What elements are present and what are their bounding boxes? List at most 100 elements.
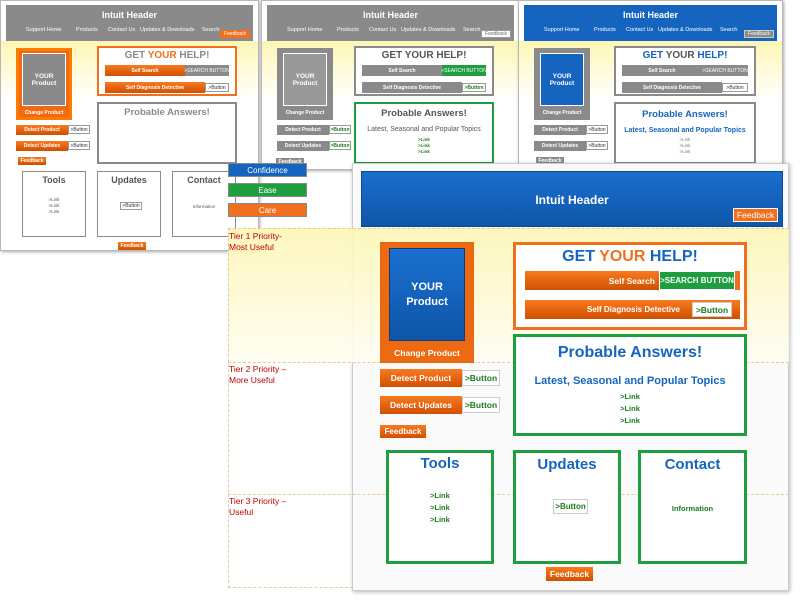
product-box[interactable]: YOUR Product Change Product <box>380 242 474 363</box>
self-search-button[interactable]: Self Search <box>362 65 442 76</box>
answers-subtitle: Latest, Seasonal and Popular Topics <box>367 126 481 133</box>
self-search-button[interactable]: Self Search <box>525 271 661 290</box>
header-title: Intuit Header <box>101 10 157 20</box>
wireframe-card-ease: Intuit Header Support Home Products Cont… <box>261 0 520 170</box>
header-bar: Intuit Header Support Home Products Cont… <box>267 5 514 41</box>
nav-search[interactable]: Search <box>463 27 481 33</box>
change-product-link[interactable]: Change Product <box>542 110 582 116</box>
search-button[interactable]: >SEARCH BUTTON <box>184 65 230 76</box>
updates-title: Updates <box>111 175 147 185</box>
updates-button[interactable]: >Button <box>553 499 588 514</box>
self-search-button[interactable]: Self Search <box>622 65 702 76</box>
nav-search[interactable]: Search <box>720 27 738 33</box>
change-product-link[interactable]: Change Product <box>394 348 460 358</box>
detect-product-button[interactable]: Detect Product <box>380 369 462 387</box>
product-line2: Product <box>31 79 57 87</box>
product-image: YOUR Product <box>283 53 327 106</box>
answer-link[interactable]: >Link <box>620 416 640 425</box>
feedback-button[interactable]: Feedback <box>276 158 304 166</box>
header-feedback-button[interactable]: Feedback <box>481 30 511 38</box>
detect-updates-go[interactable]: >Button <box>586 141 608 150</box>
answer-link[interactable]: >Link <box>620 392 640 401</box>
nav-products[interactable]: Products <box>594 27 616 33</box>
product-box[interactable]: YOUR Product Change Product <box>277 48 333 120</box>
answer-link[interactable]: >Link <box>679 149 691 154</box>
contact-info: Information <box>671 504 714 513</box>
search-button[interactable]: >SEARCH BUTTON <box>441 65 487 76</box>
tools-link[interactable]: >Link <box>48 209 60 214</box>
answers-subtitle: Latest, Seasonal and Popular Topics <box>534 375 726 387</box>
tools-link[interactable]: >Link <box>430 491 450 500</box>
nav-contact-us[interactable]: Contact Us <box>369 27 397 33</box>
change-product-link[interactable]: Change Product <box>24 110 64 116</box>
answers-links: >Link >Link >Link <box>516 391 744 427</box>
detect-product-button[interactable]: Detect Product <box>16 125 68 135</box>
detect-product-go[interactable]: >Button <box>462 370 500 386</box>
detect-product-go[interactable]: >Button <box>68 125 90 134</box>
diagnosis-go-button[interactable]: >Button <box>692 302 732 317</box>
answer-link[interactable]: >Link <box>679 143 691 148</box>
nav-support-home[interactable]: Support Home <box>544 27 580 33</box>
self-diagnosis-button[interactable]: Self Diagnosis Detective <box>362 82 462 93</box>
search-button[interactable]: >SEARCH BUTTON <box>659 271 735 290</box>
answer-link[interactable]: >Link <box>418 143 430 148</box>
detect-product-go[interactable]: >Button <box>329 125 351 134</box>
nav-products[interactable]: Products <box>337 27 359 33</box>
updates-button[interactable]: >Button <box>120 202 142 210</box>
detect-updates-button[interactable]: Detect Updates <box>277 141 329 151</box>
self-diagnosis-button[interactable]: Self Diagnosis Detective <box>105 82 205 93</box>
detect-product-button[interactable]: Detect Product <box>534 125 586 135</box>
answer-link[interactable]: >Link <box>418 137 430 142</box>
header-bar: Intuit Header Support Home Products Cont… <box>6 5 253 41</box>
nav-updates-downloads[interactable]: Updates & Downloads <box>658 27 713 33</box>
header-feedback-button[interactable]: Feedback <box>744 30 774 38</box>
tier-bottom-divider <box>228 587 353 588</box>
detect-updates-button[interactable]: Detect Updates <box>16 141 68 151</box>
self-diagnosis-button[interactable]: Self Diagnosis Detective <box>622 82 722 93</box>
detect-product-go[interactable]: >Button <box>586 125 608 134</box>
header-title: Intuit Header <box>622 10 678 20</box>
detect-updates-button[interactable]: Detect Updates <box>534 141 586 151</box>
self-search-button[interactable]: Self Search <box>105 65 185 76</box>
detect-updates-go[interactable]: >Button <box>329 141 351 150</box>
detect-updates-button[interactable]: Detect Updates <box>380 396 462 414</box>
nav-contact-us[interactable]: Contact Us <box>626 27 654 33</box>
feedback-button[interactable]: Feedback <box>380 425 426 438</box>
nav-support-home[interactable]: Support Home <box>287 27 323 33</box>
product-box[interactable]: YOUR Product Change Product <box>16 48 72 120</box>
feedback-button[interactable]: Feedback <box>18 157 46 165</box>
nav-support-home[interactable]: Support Home <box>26 27 62 33</box>
nav-search[interactable]: Search <box>202 27 220 33</box>
search-button[interactable]: >SEARCH BUTTON <box>702 65 748 76</box>
nav-updates-downloads[interactable]: Updates & Downloads <box>140 27 195 33</box>
tools-link[interactable]: >Link <box>430 503 450 512</box>
header-feedback-button[interactable]: Feedback <box>220 30 250 38</box>
nav-products[interactable]: Products <box>76 27 98 33</box>
nav-contact-us[interactable]: Contact Us <box>108 27 136 33</box>
answers-title: Probable Answers! <box>381 108 467 119</box>
tools-link[interactable]: >Link <box>48 203 60 208</box>
product-box[interactable]: YOUR Product Change Product <box>534 48 590 120</box>
answer-link[interactable]: >Link <box>418 149 430 154</box>
header-feedback-button[interactable]: Feedback <box>733 208 778 222</box>
answer-link[interactable]: >Link <box>620 404 640 413</box>
change-product-link[interactable]: Change Product <box>285 110 325 116</box>
diagnosis-go-button[interactable]: >Button <box>462 83 486 92</box>
tools-link[interactable]: >Link <box>430 515 450 524</box>
detect-updates-go[interactable]: >Button <box>68 141 90 150</box>
footer-feedback-button[interactable]: Feedback <box>546 567 593 581</box>
diagnosis-go-button[interactable]: >Button <box>722 83 748 92</box>
nav-updates-downloads[interactable]: Updates & Downloads <box>401 27 456 33</box>
diagnosis-go-button[interactable]: >Button <box>205 83 229 92</box>
tools-panel: Tools >Link >Link >Link <box>22 171 86 237</box>
footer-feedback-button[interactable]: Feedback <box>118 242 146 250</box>
feedback-button[interactable]: Feedback <box>536 157 564 165</box>
answer-link[interactable]: >Link <box>679 137 691 142</box>
contact-title: Contact <box>664 456 721 473</box>
header-bar: Intuit Header Feedback <box>361 171 783 227</box>
detect-updates-go[interactable]: >Button <box>462 397 500 413</box>
detect-product-button[interactable]: Detect Product <box>277 125 329 135</box>
tools-link[interactable]: >Link <box>48 197 60 202</box>
contact-panel: Contact Information <box>638 450 747 564</box>
self-diagnosis-button[interactable]: Self Diagnosis Detective <box>525 300 740 319</box>
